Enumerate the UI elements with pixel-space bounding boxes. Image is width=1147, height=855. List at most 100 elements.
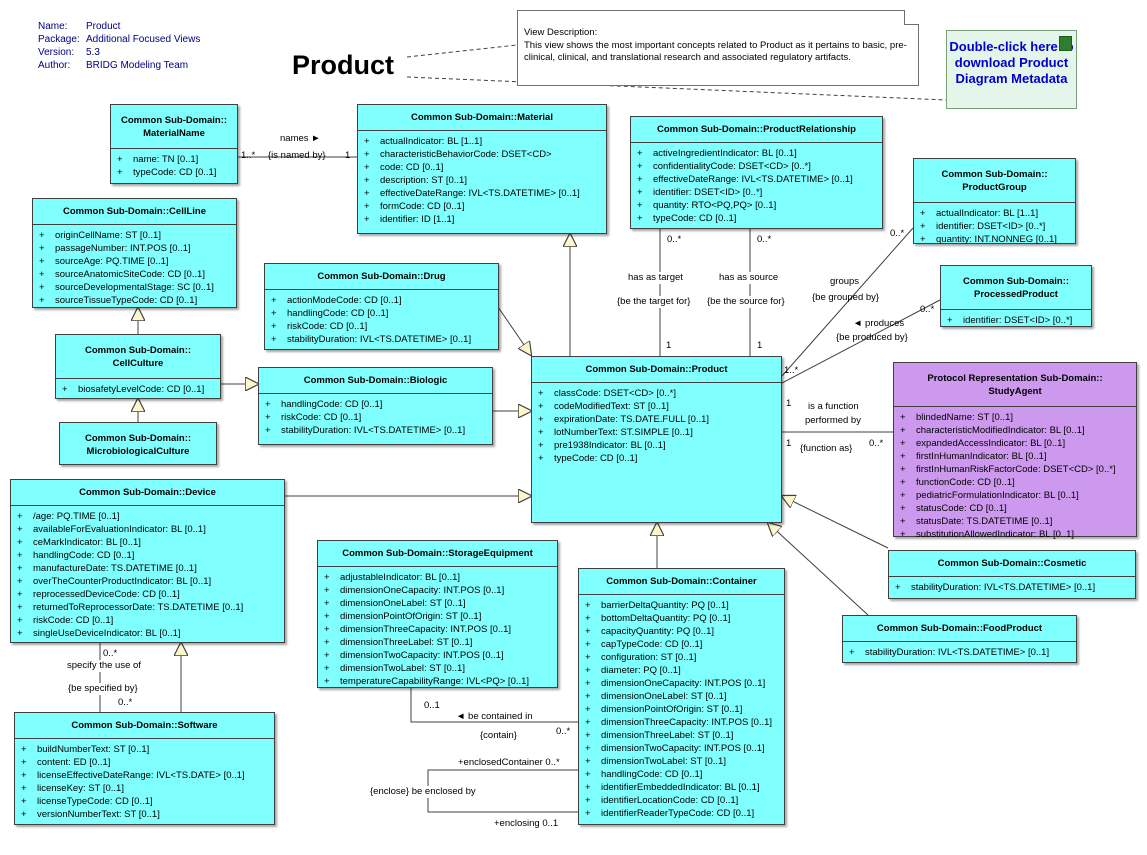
multiplicity-label: 1: [757, 340, 763, 351]
class-title-line: Common Sub-Domain::Product: [585, 364, 728, 375]
attribute-item: +substitutionAllowedIndicator: BL [0..1]: [894, 528, 1136, 541]
attribute-text: handlingCode: CD [0..1]: [287, 308, 389, 319]
class-cosmetic[interactable]: Common Sub-Domain::Cosmetic+stabilityDur…: [888, 550, 1136, 599]
visibility-marker: +: [900, 464, 906, 475]
multiplicity-label: 1..*: [784, 365, 799, 376]
visibility-marker: +: [538, 453, 544, 464]
attribute-text: dimensionTwoLabel: ST [0..1]: [340, 663, 465, 674]
visibility-marker: +: [117, 154, 123, 165]
class-materialname[interactable]: Common Sub-Domain::MaterialName+name: TN…: [110, 104, 238, 184]
visibility-marker: +: [17, 628, 23, 639]
assoc-is-a-function-label: is a function: [808, 401, 859, 412]
class-productgroup[interactable]: Common Sub-Domain::ProductGroup+actualIn…: [913, 158, 1076, 245]
attribute-item: +identifierEmbeddedIndicator: BL [0..1]: [579, 781, 784, 794]
assoc-be-produced-by-label: {be produced by}: [836, 332, 908, 343]
attribute-text: substitutionAllowedIndicator: BL [0..1]: [916, 529, 1075, 540]
visibility-marker: +: [364, 149, 370, 160]
visibility-marker: +: [21, 796, 27, 807]
class-cellculture[interactable]: Common Sub-Domain::CellCulture+biosafety…: [55, 334, 221, 399]
attribute-text: identifierEmbeddedIndicator: BL [0..1]: [601, 782, 760, 793]
attribute-text: statusCode: CD [0..1]: [916, 503, 1007, 514]
class-studyagent[interactable]: Protocol Representation Sub-Domain::Stud…: [893, 362, 1137, 540]
visibility-marker: +: [324, 598, 330, 609]
attribute-item: +dimensionTwoLabel: ST [0..1]: [579, 755, 784, 768]
attribute-text: firstInHumanRiskFactorCode: DSET<CD> [0.…: [916, 464, 1116, 475]
attribute-item: +configuration: ST [0..1]: [579, 651, 784, 664]
attribute-item: +capacityQuantity: PQ [0..1]: [579, 625, 784, 638]
attribute-text: /age: PQ.TIME [0..1]: [33, 511, 120, 522]
attribute-item: +overTheCounterProductIndicator: BL [0..…: [11, 575, 284, 588]
attribute-item: +functionCode: CD [0..1]: [894, 476, 1136, 489]
multiplicity-label: 1: [786, 438, 792, 449]
multiplicity-label: 1: [786, 398, 792, 409]
class-product[interactable]: Common Sub-Domain::Product+ classCode: DS…: [531, 356, 782, 523]
visibility-marker: +: [637, 174, 643, 185]
visibility-marker: +: [39, 295, 45, 306]
class-microbiologicalculture[interactable]: Common Sub-Domain::MicrobiologicalCultur…: [59, 422, 217, 465]
attribute-list: +biosafetyLevelCode: CD [0..1]: [56, 379, 220, 396]
attribute-text: dimensionThreeCapacity: INT.POS [0..1]: [340, 624, 512, 635]
class-material[interactable]: Common Sub-Domain::Material+actualIndica…: [357, 104, 607, 234]
class-productrelationship[interactable]: Common Sub-Domain::ProductRelationship+a…: [630, 116, 883, 229]
download-metadata-button[interactable]: Double-click here to download Product Di…: [946, 30, 1077, 109]
attribute-text: reprocessedDeviceCode: CD [0..1]: [33, 589, 180, 600]
class-device[interactable]: Common Sub-Domain::Device+ /age: PQ.TIME …: [10, 479, 285, 643]
class-software[interactable]: Common Sub-Domain::Software+buildNumberT…: [14, 712, 275, 825]
attribute-text: identifierReaderTypeCode: CD [0..1]: [601, 808, 755, 819]
attribute-text: dimensionThreeCapacity: INT.POS [0..1]: [601, 717, 773, 728]
assoc-groups-label: groups: [830, 276, 860, 287]
visibility-marker: +: [900, 451, 906, 462]
multiplicity-label: 0..*: [667, 234, 682, 245]
attribute-text: expandedAccessIndicator: BL [0..1]: [916, 438, 1066, 449]
attribute-text: identifier: DSET<ID> [0..*]: [963, 315, 1073, 326]
attribute-text: stabilityDuration: IVL<TS.DATETIME> [0..…: [911, 582, 1096, 593]
attribute-text: dimensionThreeLabel: ST [0..1]: [601, 730, 734, 741]
class-container[interactable]: Common Sub-Domain::Container+barrierDelt…: [578, 568, 785, 825]
attribute-item: +identifierLocationCode: CD [0..1]: [579, 794, 784, 807]
class-processedproduct[interactable]: Common Sub-Domain::ProcessedProduct+iden…: [940, 265, 1092, 327]
class-title-line: Common Sub-Domain::Device: [79, 487, 216, 498]
attribute-item: +code: CD [0..1]: [358, 161, 606, 174]
attribute-list: +stabilityDuration: IVL<TS.DATETIME> [0.…: [889, 577, 1135, 594]
class-title-line: Common Sub-Domain::Biologic: [303, 375, 448, 386]
attribute-text: dimensionTwoLabel: ST [0..1]: [601, 756, 726, 767]
note-text: This view shows the most important conce…: [524, 39, 907, 64]
meta-author-label: Author:: [38, 60, 71, 71]
multiplicity-label: 0..*: [869, 438, 884, 449]
attribute-text: handlingCode: CD [0..1]: [601, 769, 703, 780]
visibility-marker: +: [39, 282, 45, 293]
attribute-list: +handlingCode: CD [0..1]+riskCode: CD [0…: [259, 394, 492, 437]
visibility-marker: +: [585, 743, 591, 754]
attribute-item: +statusCode: CD [0..1]: [894, 502, 1136, 515]
attribute-item: +blindedName: ST [0..1]: [894, 411, 1136, 424]
class-title: Common Sub-Domain::Software: [15, 713, 274, 739]
attribute-text: classCode: DSET<CD> [0..*]: [554, 388, 676, 399]
attribute-item: +confidentialityCode: DSET<CD> [0..*]: [631, 160, 882, 173]
visibility-marker: +: [17, 511, 23, 522]
class-storageequipment[interactable]: Common Sub-Domain::StorageEquipment+adju…: [317, 540, 558, 688]
attribute-text: sourceAnatomicSiteCode: CD [0..1]: [55, 269, 205, 280]
attribute-item: +description: ST [0..1]: [358, 174, 606, 187]
attribute-text: sourceTissueTypeCode: CD [0..1]: [55, 295, 198, 306]
class-cellline[interactable]: Common Sub-Domain::CellLine+originCellNa…: [32, 198, 237, 308]
visibility-marker: +: [538, 414, 544, 425]
attribute-text: characteristicBehaviorCode: DSET<CD>: [380, 149, 552, 160]
attribute-text: riskCode: CD [0..1]: [33, 615, 114, 626]
meta-package: Additional Focused Views: [86, 34, 201, 45]
attribute-item: +originCellName: ST [0..1]: [33, 229, 236, 242]
class-title: Common Sub-Domain::Container: [579, 569, 784, 595]
attribute-item: +identifier: DSET<ID> [0..*]: [631, 186, 882, 199]
assoc-function-as-label: {function as}: [800, 443, 853, 454]
attribute-text: stabilityDuration: IVL<TS.DATETIME> [0..…: [287, 334, 472, 345]
visibility-marker: +: [17, 524, 23, 535]
attribute-text: returnedToReprocessorDate: TS.DATETIME […: [33, 602, 244, 613]
attribute-item: +dimensionPointOfOrigin: ST [0..1]: [318, 610, 557, 623]
class-title: Common Sub-Domain::MaterialName: [111, 105, 237, 149]
class-biologic[interactable]: Common Sub-Domain::Biologic+handlingCode…: [258, 367, 493, 445]
attribute-item: +licenseKey: ST [0..1]: [15, 782, 274, 795]
class-foodproduct[interactable]: Common Sub-Domain::FoodProduct+stability…: [842, 615, 1077, 663]
class-drug[interactable]: Common Sub-Domain::Drug+actionModeCode: …: [264, 263, 499, 350]
view-description-note: View Description: This view shows the mo…: [517, 10, 919, 86]
meta-name: Product: [86, 21, 121, 32]
visibility-marker: +: [920, 234, 926, 245]
